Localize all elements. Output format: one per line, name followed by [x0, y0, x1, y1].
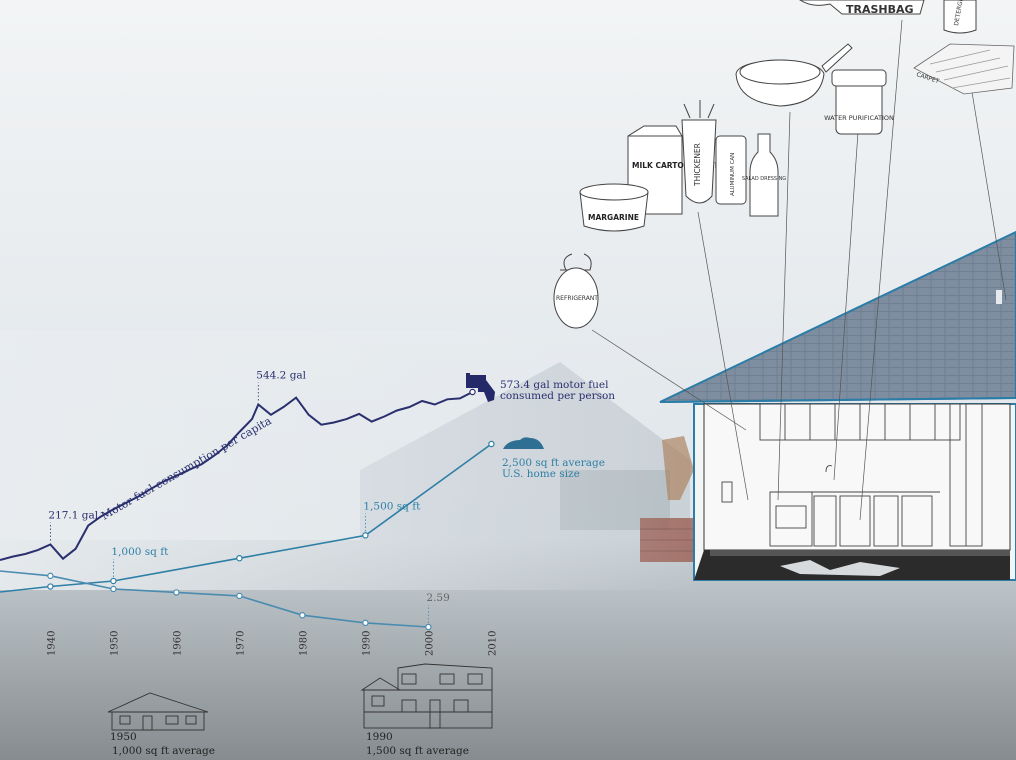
series-end-label: 2,500 sq ft average — [502, 457, 605, 469]
product-refrigerant: REFRIGERANT — [553, 253, 599, 329]
x-tick-label: 1940 — [46, 631, 57, 656]
product-trashbag: TRASHBAG — [799, 0, 925, 16]
house-1950-year: 1950 — [110, 731, 137, 743]
label-refrigerant: REFRIGERANT — [556, 295, 598, 302]
house-1990-caption: 1,500 sq ft average — [366, 745, 469, 757]
series-end-label: consumed per person — [500, 390, 615, 402]
data-label: 544.2 gal — [256, 369, 306, 381]
data-point — [299, 612, 306, 619]
data-point — [362, 532, 369, 539]
product-detergent: DETERGENT — [943, 0, 977, 34]
product-frying-pan — [735, 43, 853, 107]
x-tick-label: 1960 — [172, 631, 183, 656]
series-line-0 — [0, 391, 473, 561]
data-label: 1,000 sq ft — [111, 546, 169, 558]
data-label: 217.1 gal — [48, 510, 98, 522]
product-aluminum-can: ALUMINUM CAN — [715, 135, 747, 205]
house-icon — [503, 437, 544, 449]
data-point — [425, 623, 432, 631]
data-point — [488, 440, 495, 448]
data-point — [362, 619, 369, 627]
data-point — [110, 585, 117, 593]
series-line-2 — [0, 570, 429, 628]
cutaway-house — [659, 230, 1016, 581]
label-margarine: MARGARINE — [588, 213, 639, 222]
series-line-1 — [0, 443, 492, 593]
x-tick-label: 2010 — [487, 631, 498, 656]
data-point — [173, 589, 180, 596]
product-thickener: THICKENER — [681, 100, 717, 204]
label-milk-carton: MILK CARTON COATING — [632, 161, 730, 170]
product-margarine: MARGARINE — [579, 183, 649, 232]
series-layer — [0, 388, 495, 631]
product-water-purification: WATER PURIFICATION — [824, 69, 894, 135]
data-point — [469, 388, 476, 396]
x-tick-label: 1980 — [298, 631, 309, 656]
data-label: 1,500 sq ft — [363, 500, 421, 512]
x-tick-label: 1950 — [109, 631, 120, 656]
product-salad-dressing: SALAD DRESSING — [742, 133, 786, 217]
house-1950-caption: 1,000 sq ft average — [112, 745, 215, 757]
label-salad-dressing: SALAD DRESSING — [742, 176, 786, 182]
house-1990-year: 1990 — [366, 731, 393, 743]
data-point — [47, 572, 54, 580]
series-end-label: U.S. home size — [502, 468, 580, 480]
series-end-label: 573.4 gal motor fuel — [500, 379, 609, 391]
data-point — [110, 577, 117, 585]
label-aluminum-can: ALUMINUM CAN — [730, 153, 736, 196]
product-connector-lines — [591, 19, 1007, 521]
label-thickener: THICKENER — [693, 143, 702, 187]
x-tick-label: 1970 — [235, 631, 246, 656]
data-point — [236, 592, 243, 600]
house-1950-illustration — [107, 692, 209, 731]
label-trashbag: TRASHBAG — [846, 3, 914, 16]
data-label: 2.59 — [426, 592, 449, 604]
x-tick-label: 2000 — [424, 631, 435, 656]
x-axis: 1940 1950 1960 1970 1980 1990 2000 2010 — [46, 631, 498, 656]
data-point — [47, 583, 54, 590]
label-water-purification: WATER PURIFICATION — [824, 114, 894, 122]
house-1990-illustration — [360, 663, 493, 729]
fuel-pump-nozzle-icon — [466, 373, 495, 402]
data-point — [236, 554, 243, 562]
x-tick-label: 1990 — [361, 631, 372, 656]
